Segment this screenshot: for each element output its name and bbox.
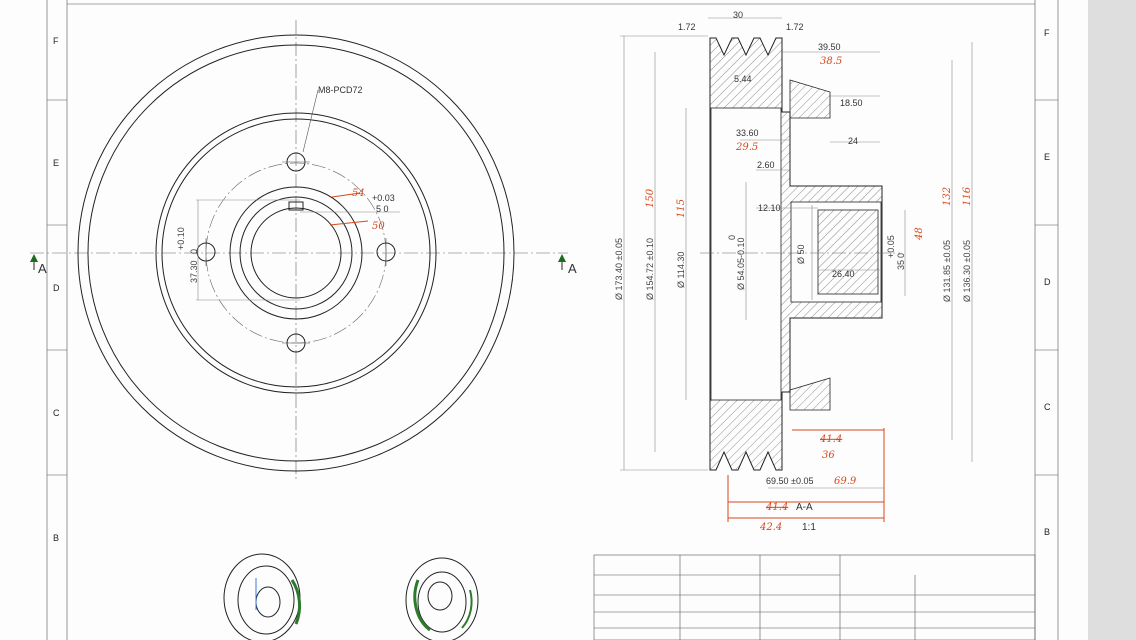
red-115: 115 [676, 199, 687, 218]
front-view [30, 20, 568, 480]
bolt-hole-left [196, 238, 216, 266]
outer-rim [77, 34, 515, 472]
bolt-callout: M8-PCD72 [318, 85, 363, 95]
hub-insert [817, 209, 879, 295]
dim-phi-114-30: Ø 114.30 [676, 252, 686, 288]
viewer-margin [1088, 0, 1136, 640]
iso-view-2 [405, 557, 479, 640]
dim-phi-154-72: Ø 154.72 ±0.10 [645, 238, 655, 300]
bolt-hole-top [282, 152, 310, 172]
bore-inner [250, 207, 342, 299]
red-struck: 41.4 [819, 434, 842, 445]
dim-33-60: 33.60 [736, 128, 759, 138]
red-struck-3: 42.4 [759, 522, 782, 533]
dim-12-10: 12.10 [758, 203, 781, 213]
red-48: 48 [914, 227, 925, 241]
dim-phi-136-30: Ø 136.30 ±0.05 [962, 240, 972, 302]
dim-tol-zero: 0 [896, 253, 906, 258]
section-dimension-text: 30 1.72 1.72 39.50 38.5 5.44 18.50 33.60… [614, 10, 973, 533]
bore-tolerance: +0.03 [372, 193, 395, 203]
dim-39-50: 39.50 [818, 42, 841, 52]
zone-label-left-b: B [53, 533, 59, 543]
dim-lip-right: 1.72 [786, 22, 804, 32]
zone-label-left-c: C [53, 408, 60, 418]
bolt-hole-bottom [282, 333, 310, 353]
section-mark-right: A [568, 261, 577, 276]
key-zero: 0 [189, 249, 199, 254]
title-block [593, 554, 1036, 640]
section-title: A-A [796, 502, 813, 513]
keyway [288, 201, 304, 211]
dim-phi-131-85: Ø 131.85 ±0.05 [942, 240, 952, 302]
zone-label-right-e: E [1044, 152, 1050, 162]
dim-lip-left: 1.72 [678, 22, 696, 32]
sheet-frame [46, 0, 1059, 640]
section-scale: 1:1 [802, 522, 816, 533]
red-38-5: 38.5 [820, 56, 842, 67]
red-29-5: 29.5 [735, 142, 758, 153]
zone-label-left-d: D [53, 283, 60, 293]
section-arrow-left [30, 254, 38, 262]
dim-phi-173-40: Ø 173.40 ±0.05 [614, 238, 624, 300]
dim-26-40: 26.40 [832, 269, 855, 279]
dim-phi-54-05: Ø 54.05-0.10 [736, 237, 746, 290]
zone-label-left-e: E [53, 158, 59, 168]
dim-top-width: 30 [733, 10, 743, 20]
dim-24: 24 [848, 136, 858, 146]
key-tolerance: +0.10 [176, 227, 186, 250]
zone-label-right-b: B [1044, 527, 1050, 537]
section-view [620, 17, 973, 522]
red-116: 116 [962, 186, 973, 206]
side-groove [789, 79, 831, 411]
dim-tol-plus: +0.05 [886, 235, 896, 258]
dim-phi-50: Ø 50 [796, 244, 806, 264]
zone-label-right-c: C [1044, 402, 1051, 412]
zone-label-left-f: F [53, 36, 59, 46]
drawing-sheet [0, 0, 1088, 640]
red-69-9: 69.9 [834, 476, 857, 487]
dim-18-50: 18.50 [840, 98, 863, 108]
red-132: 132 [942, 187, 953, 206]
bore-outer [239, 196, 353, 310]
bolt-hole-right [376, 238, 396, 266]
section-mark-left: A [38, 261, 47, 276]
red-36: 36 [822, 450, 835, 461]
iso-view-1 [223, 553, 302, 640]
section-arrow-right [558, 254, 566, 262]
red-150: 150 [645, 188, 656, 208]
bore-nominal: 5 0 [376, 204, 389, 214]
dim-35: 35 [896, 260, 906, 270]
zone-label-right-f: F [1044, 28, 1050, 38]
bore-red-note-2: 50 [372, 221, 385, 232]
bore-red-note: 54 [352, 188, 365, 199]
dim-5-44: 5.44 [734, 74, 752, 84]
red-struck-2: 41.4 [765, 502, 788, 513]
key-nominal: 37.30 [189, 260, 199, 283]
dim-2-60: 2.60 [757, 160, 775, 170]
zone-label-right-d: D [1044, 277, 1051, 287]
dim-phi-54-05-zero: 0 [727, 235, 737, 240]
dim-69-50: 69.50 ±0.05 [766, 476, 813, 486]
